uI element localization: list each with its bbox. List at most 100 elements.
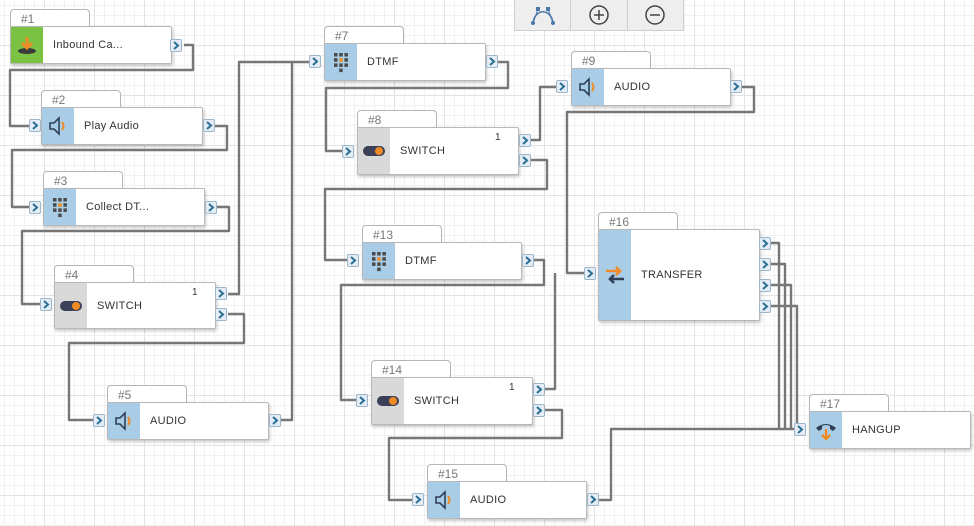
node-label: SWITCH: [97, 299, 143, 312]
node-label: TRANSFER: [641, 269, 703, 281]
output-port[interactable]: [730, 80, 742, 93]
node-7-box[interactable]: DTMF: [324, 43, 486, 81]
node-5-box[interactable]: AUDIO: [107, 402, 269, 440]
node-id-tab: #5: [107, 385, 187, 403]
output-port-default[interactable]: [215, 308, 227, 321]
chevron-right-icon: [95, 416, 103, 425]
input-port[interactable]: [309, 55, 321, 68]
node-label: Play Audio: [84, 120, 139, 132]
input-port[interactable]: [412, 493, 424, 506]
hangup-phone-icon: [810, 412, 842, 448]
chevron-right-icon: [796, 425, 804, 434]
node-label: DTMF: [367, 56, 399, 68]
node-8-box[interactable]: SWITCH 1: [357, 127, 519, 175]
chevron-right-icon: [589, 495, 597, 504]
chevron-right-icon: [414, 495, 422, 504]
chevron-right-icon: [217, 289, 225, 298]
output-port-default[interactable]: [533, 404, 545, 417]
input-port[interactable]: [342, 145, 354, 158]
wire-16-to-17-d: [770, 304, 799, 429]
node-id-tab: #14: [371, 360, 451, 378]
input-port[interactable]: [29, 119, 41, 132]
node-id-tab: #4: [54, 265, 134, 283]
node-id-tab: #9: [571, 51, 651, 69]
wire-5-to-7: [281, 62, 294, 422]
output-port-1[interactable]: [759, 237, 771, 250]
input-port[interactable]: [93, 414, 105, 427]
speaker-icon: [572, 69, 604, 105]
wire-14-to-16: [545, 273, 557, 391]
chevron-right-icon: [488, 57, 496, 66]
speaker-icon: [42, 108, 74, 144]
zoom-out-button[interactable]: [628, 0, 683, 30]
output-port-4[interactable]: [759, 300, 771, 313]
chevron-right-icon: [205, 121, 213, 130]
chevron-right-icon: [31, 121, 39, 130]
switch-toggle-icon: [55, 283, 87, 328]
zoom-in-button[interactable]: [571, 0, 628, 30]
node-1-box[interactable]: Inbound Ca...: [10, 26, 172, 64]
output-port[interactable]: [269, 414, 281, 427]
node-15-box[interactable]: AUDIO: [427, 481, 587, 519]
chevron-right-icon: [524, 256, 532, 265]
bezier-icon: [530, 7, 555, 25]
chevron-right-icon: [349, 256, 357, 265]
chevron-right-icon: [761, 239, 769, 248]
node-2-box[interactable]: Play Audio: [41, 107, 203, 145]
input-port[interactable]: [556, 80, 568, 93]
node-4-box[interactable]: SWITCH 1: [54, 282, 216, 329]
output-port[interactable]: [522, 254, 534, 267]
input-port[interactable]: [794, 423, 806, 436]
node-13-box[interactable]: DTMF: [362, 242, 522, 280]
keypad-icon: [363, 243, 395, 279]
input-port[interactable]: [40, 298, 52, 311]
output-port-3[interactable]: [759, 279, 771, 292]
chevron-right-icon: [558, 82, 566, 91]
output-port-2[interactable]: [759, 258, 771, 271]
node-id-tab: #15: [427, 464, 507, 482]
output-port-1[interactable]: [533, 383, 545, 396]
output-port-default[interactable]: [519, 154, 531, 167]
node-label: Collect DT...: [86, 201, 150, 213]
output-port[interactable]: [203, 119, 215, 132]
keypad-icon: [44, 189, 76, 225]
node-id-tab: #13: [362, 225, 442, 243]
chevron-right-icon: [521, 156, 529, 165]
node-label: AUDIO: [470, 494, 507, 506]
node-label: SWITCH: [414, 395, 460, 407]
node-id-tab: #16: [598, 212, 678, 230]
node-17-box[interactable]: HANGUP: [809, 411, 971, 449]
output-port[interactable]: [170, 39, 182, 52]
node-14-box[interactable]: SWITCH 1: [371, 377, 533, 425]
node-9-box[interactable]: AUDIO: [571, 68, 731, 106]
node-3-box[interactable]: Collect DT...: [43, 188, 205, 226]
output-port[interactable]: [486, 55, 498, 68]
wire-16-to-17-b: [770, 262, 787, 429]
input-port[interactable]: [29, 201, 41, 214]
node-label: HANGUP: [852, 424, 901, 436]
branch-number: 1: [495, 132, 501, 143]
output-port-1[interactable]: [215, 287, 227, 300]
node-id-tab: #2: [41, 90, 121, 108]
output-port[interactable]: [587, 493, 599, 506]
node-label: DTMF: [405, 255, 437, 267]
branch-number: 1: [509, 382, 515, 393]
canvas-toolbar: [514, 0, 684, 31]
chevron-right-icon: [521, 136, 529, 145]
speaker-icon: [428, 482, 460, 518]
node-16-box[interactable]: TRANSFER: [598, 229, 760, 321]
chevron-right-icon: [217, 310, 225, 319]
bezier-curve-button[interactable]: [515, 0, 572, 30]
node-id-tab: #17: [809, 394, 889, 412]
input-port[interactable]: [584, 267, 596, 280]
minus-circle-icon: [645, 5, 666, 25]
chevron-right-icon: [732, 82, 740, 91]
node-id-tab: #8: [357, 110, 437, 128]
chevron-right-icon: [761, 281, 769, 290]
output-port-1[interactable]: [519, 134, 531, 147]
input-port[interactable]: [356, 394, 368, 407]
output-port[interactable]: [205, 201, 217, 214]
keypad-icon: [325, 44, 357, 80]
chevron-right-icon: [344, 147, 352, 156]
input-port[interactable]: [347, 254, 359, 267]
